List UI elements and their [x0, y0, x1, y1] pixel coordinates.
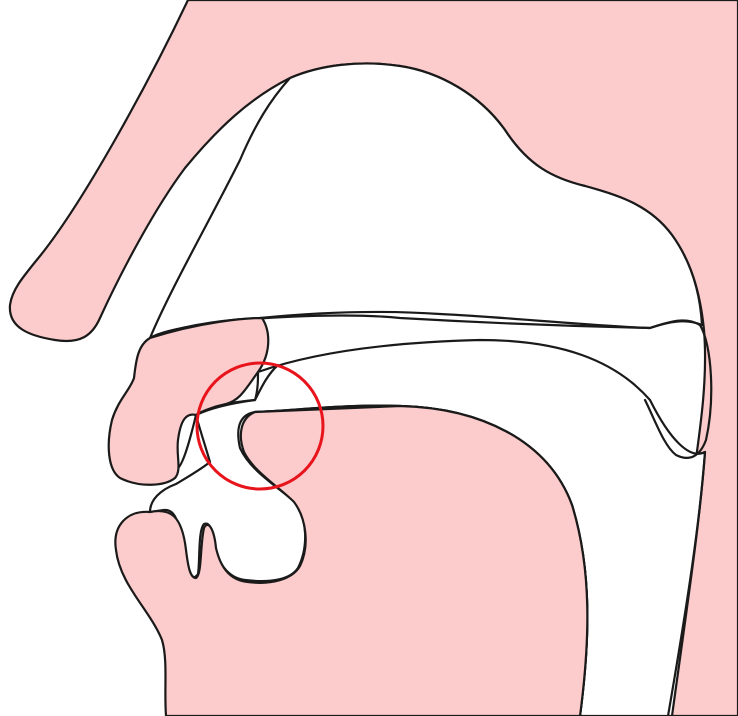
vocal-tract-svg	[0, 0, 738, 716]
sagittal-section-diagram	[0, 0, 738, 716]
